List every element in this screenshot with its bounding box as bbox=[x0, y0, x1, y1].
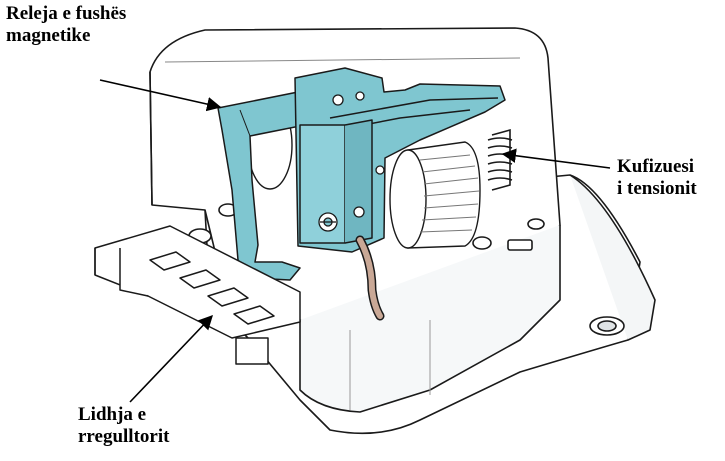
label-regulator-connector: Lidhja e rregulltorit bbox=[78, 404, 169, 448]
label-voltage-limiter-line1: Kufizuesi bbox=[617, 156, 695, 177]
leader-lines bbox=[99, 79, 611, 403]
label-field-relay-line1: Releja e fushës bbox=[6, 3, 127, 24]
connector-block bbox=[94, 225, 301, 365]
label-field-relay-line2: magnetike bbox=[6, 25, 91, 46]
label-field-relay: Releja e fushës magnetike bbox=[6, 3, 126, 47]
screws bbox=[318, 91, 385, 232]
label-voltage-limiter: Kufizuesi i tensionit bbox=[617, 156, 697, 200]
label-voltage-limiter-line2: i tensionit bbox=[617, 178, 697, 199]
label-regulator-connector-line1: Lidhja e bbox=[78, 404, 147, 425]
lead-wire bbox=[355, 235, 385, 321]
label-regulator-connector-line2: rregulltorit bbox=[78, 426, 170, 447]
